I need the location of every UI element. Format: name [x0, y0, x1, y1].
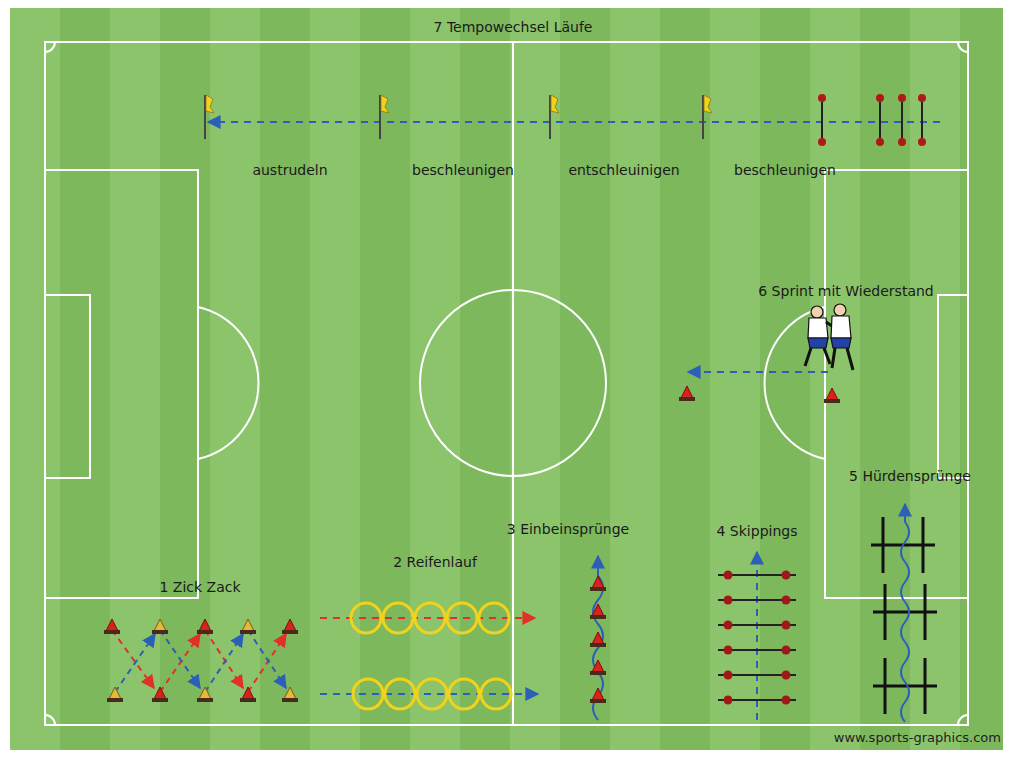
ladder-post	[782, 696, 791, 705]
zigzag-drill	[104, 619, 298, 702]
drill-title: 4 Skippings	[717, 524, 798, 539]
ladder-post	[724, 596, 733, 605]
drill-title: 1 Zick Zack	[159, 580, 240, 595]
ladder-post	[724, 696, 733, 705]
ladder-post	[724, 621, 733, 630]
drill-title: 5 Hürdensprünge	[849, 469, 971, 484]
drill-title: 2 Reifenlauf	[393, 555, 477, 570]
phase-label: beschleunigen	[734, 163, 836, 178]
phase-label: entschleuinigen	[568, 163, 679, 178]
one-leg-hop-drill	[590, 556, 606, 720]
ladder-post	[724, 571, 733, 580]
watermark: www.sports-graphics.com	[834, 731, 1001, 745]
phase-label: austrudeln	[252, 163, 327, 178]
skipping-ladder	[718, 552, 796, 720]
ladder-post	[724, 646, 733, 655]
drill-title: 7 Tempowechsel Läufe	[434, 20, 593, 35]
ladder-post	[782, 621, 791, 630]
ladder-post	[782, 671, 791, 680]
field-lines	[45, 42, 968, 725]
drill-title: 3 Einbeinsprünge	[507, 522, 629, 537]
tempo-drill	[205, 94, 940, 146]
sprint-drill	[679, 304, 853, 403]
hurdle-drill	[871, 504, 937, 722]
ladder-post	[782, 646, 791, 655]
ladder-post	[782, 596, 791, 605]
ladder-post	[782, 571, 791, 580]
drill-title: 6 Sprint mit Wiederstand	[758, 284, 933, 299]
ladder-post	[724, 671, 733, 680]
phase-label: beschleunigen	[412, 163, 514, 178]
hoop-drill	[320, 603, 538, 709]
